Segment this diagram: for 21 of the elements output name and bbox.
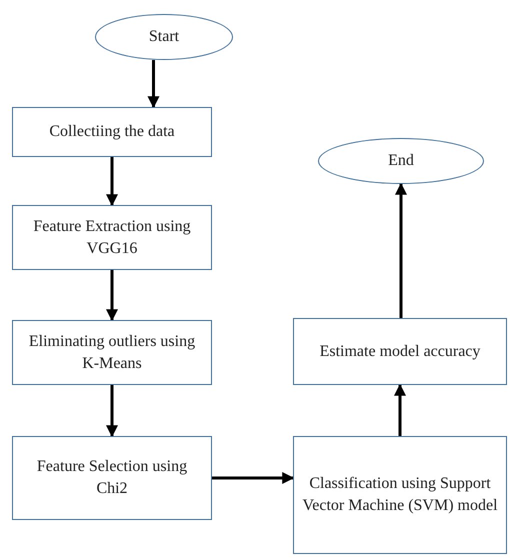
node-text: End <box>388 151 414 171</box>
node-text: Collectiing the data <box>49 122 175 142</box>
process-box <box>293 436 507 554</box>
process-box <box>12 107 212 157</box>
arrow <box>106 385 118 438</box>
node-text: Feature Selection using Chi2 <box>36 457 188 499</box>
node-text: Eliminating outliers using K-Means <box>28 332 196 374</box>
process-box <box>12 436 212 520</box>
node-text: Start <box>148 27 180 47</box>
arrow <box>212 472 294 484</box>
arrow <box>148 60 160 108</box>
process-box <box>12 205 212 270</box>
process-box <box>12 320 212 385</box>
node-text: Feature Extraction using VGG16 <box>32 216 192 258</box>
arrow <box>106 270 118 322</box>
node-text: Classification using Support Vector Machine (SVM) model <box>302 474 498 516</box>
arrow <box>394 384 406 436</box>
process-box <box>293 318 507 385</box>
arrow <box>106 157 118 206</box>
arrow <box>395 182 407 318</box>
node-text: Estimate model accuracy <box>320 342 480 362</box>
